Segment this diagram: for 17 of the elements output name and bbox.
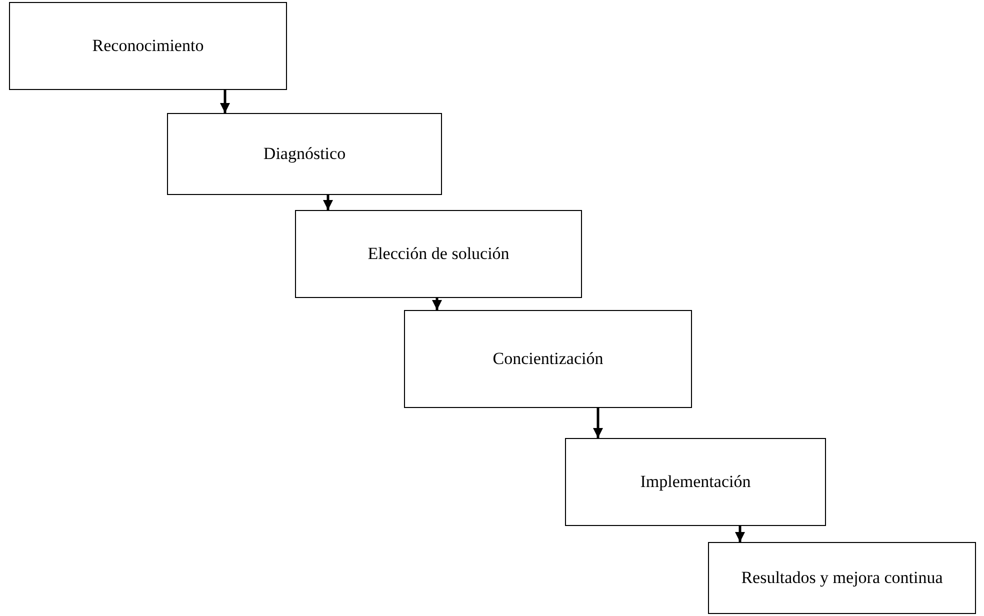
step-label: Diagnóstico bbox=[263, 144, 346, 164]
step-label: Reconocimiento bbox=[92, 36, 204, 56]
process-box bbox=[295, 210, 582, 298]
process-box bbox=[404, 310, 692, 408]
process-box bbox=[167, 113, 442, 195]
step-label: Resultados y mejora continua bbox=[741, 568, 943, 588]
arrow bbox=[735, 526, 745, 542]
arrow bbox=[323, 195, 333, 210]
arrow bbox=[432, 298, 442, 310]
arrow bbox=[593, 408, 603, 438]
step-label: Elección de solución bbox=[368, 244, 510, 264]
step-label: Implementación bbox=[640, 472, 751, 492]
arrow bbox=[220, 90, 230, 113]
process-box bbox=[9, 2, 287, 90]
process-box bbox=[708, 542, 976, 614]
process-box bbox=[565, 438, 826, 526]
step-label: Concientización bbox=[492, 349, 604, 369]
